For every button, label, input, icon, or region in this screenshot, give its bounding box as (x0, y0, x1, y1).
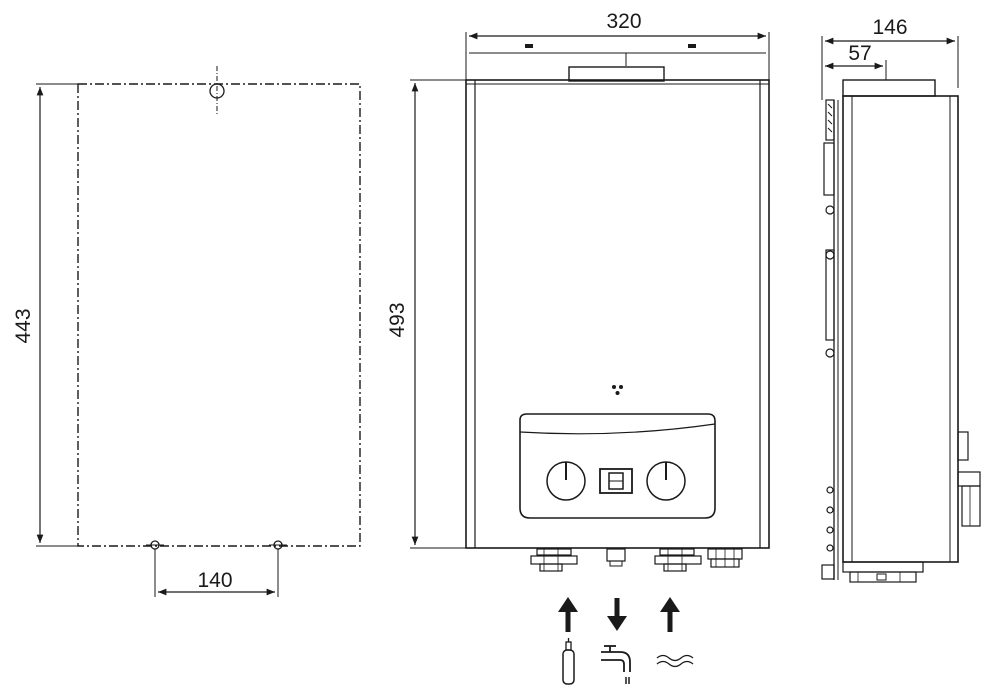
control-panel (519, 413, 716, 519)
front-view: 493 320 (386, 10, 770, 572)
water-control-knob (646, 461, 686, 501)
dimension-mount-spacing: 140 (197, 569, 232, 592)
water-inlet-arrow-down-icon (607, 598, 627, 631)
dimension-side-depth: 146 (872, 16, 907, 39)
connection-legend (558, 597, 694, 685)
gas-inlet-arrow-up-icon (558, 597, 578, 632)
fixing-hole-right-icon (269, 540, 287, 550)
dimension-mount-height: 443 (12, 308, 35, 343)
gas-connector (530, 548, 578, 572)
hot-water-connector (654, 548, 702, 572)
fixing-hole-left-icon (146, 540, 164, 550)
brand-logo-icon (612, 385, 623, 395)
gas-control-knob (546, 461, 586, 501)
cold-water-connector (606, 548, 626, 567)
dimension-front-width: 320 (606, 10, 641, 33)
tap-icon (601, 645, 631, 684)
hot-water-arrow-up-icon (660, 597, 680, 632)
side-view: 146 57 (821, 16, 981, 583)
dimension-front-height: 493 (386, 302, 409, 337)
outlet-connector (707, 548, 743, 568)
dimension-side-offset: 57 (848, 42, 871, 65)
gas-cylinder-icon (562, 638, 575, 685)
mounting-template-view: 443 140 (12, 66, 361, 597)
hanging-hook-icon (209, 66, 225, 116)
power-switch (599, 468, 633, 494)
hot-water-wave-icon (656, 654, 694, 668)
